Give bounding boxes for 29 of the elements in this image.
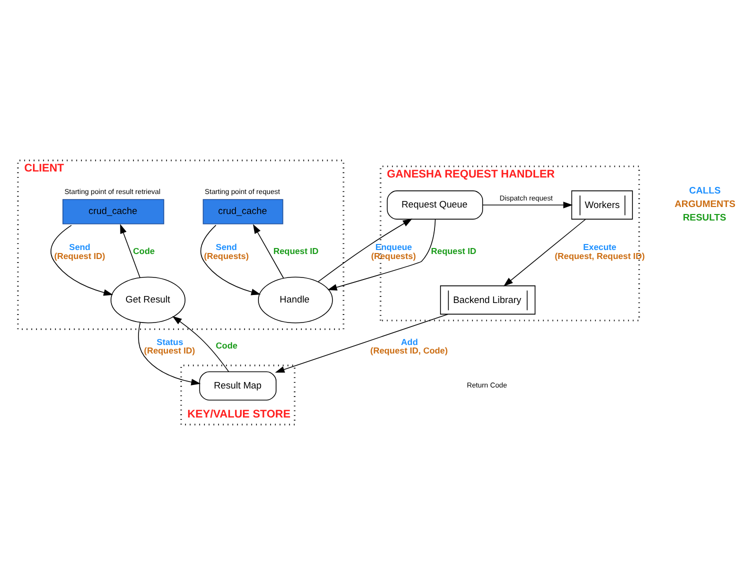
node-box: Result Map [199,370,276,400]
edge-label: Enqueue (Requests) [371,242,416,260]
arrow [200,224,261,295]
arrow [482,201,573,208]
edge-label: Request ID [273,246,319,256]
node-ellipse: Handle [258,276,333,323]
edge-label: Code [133,246,155,256]
edge-label: Request ID [431,246,476,256]
arrow [328,218,436,290]
edge-label: Add (Request ID, Code) [370,336,448,355]
edge-label: Send (Request ID) [54,242,106,260]
arrow [252,224,284,278]
legend-label: ARGUMENTS [674,198,736,210]
node-box: Backend Library [440,284,536,314]
node-box: Workers [571,190,633,220]
edge-label: Status (Request ID) [144,336,196,355]
edge-label: Code [216,340,238,350]
arrow [120,224,140,278]
legend-label: RESULTS [682,212,726,223]
arrow [50,224,114,296]
legend-label: CALLS [689,185,721,196]
edge-label: Execute (Request, Request ID) [554,242,645,260]
arrow [172,316,230,372]
arrow [318,218,412,282]
arrow [503,218,586,286]
arrow [275,313,448,372]
node-box: Request Queue [386,190,484,220]
arrow [138,322,201,385]
edge-label: Send (Requests) [204,242,249,260]
